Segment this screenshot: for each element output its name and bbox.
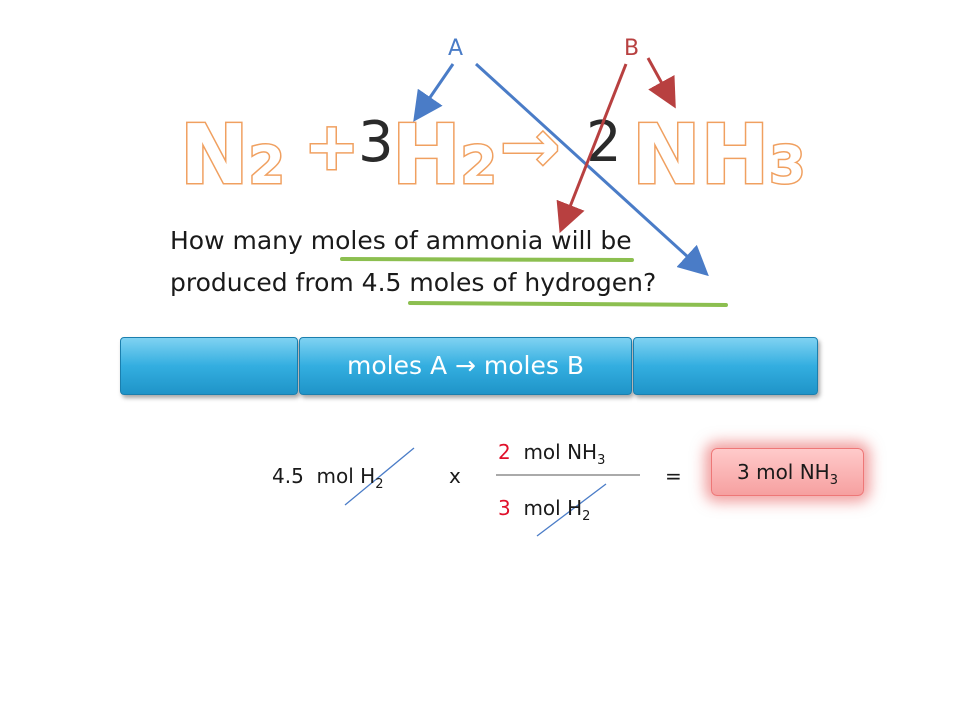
mole-ratio-numerator: 2 mol NH3 — [498, 440, 606, 468]
label-b: B — [624, 36, 640, 61]
step-bar-right — [633, 337, 818, 395]
reactant-n2: N2 — [179, 107, 287, 205]
arrow-b-to-question — [556, 63, 628, 234]
arrow-a-to-question — [474, 62, 709, 277]
coefficient-h2: 3 — [358, 110, 394, 175]
question-line-1: How many moles of ammonia will be — [170, 226, 632, 255]
question-text: How many moles of ammonia will be produc… — [170, 220, 810, 304]
underline-ammonia — [340, 257, 634, 262]
reaction-arrow: → — [498, 103, 561, 190]
cancel-line-denominator — [536, 483, 607, 537]
reactant-h2: H2 — [391, 107, 499, 205]
cancel-line-given — [344, 447, 415, 506]
mole-ratio-denominator: 3 mol H2 — [498, 496, 591, 524]
arrow-a-to-h2 — [413, 63, 455, 122]
underline-hydrogen — [408, 301, 728, 307]
product-nh3: NH3 — [630, 107, 806, 205]
plus-sign: + — [302, 107, 360, 187]
step-bar-left — [120, 337, 298, 395]
step-bar-middle: moles A → moles B — [299, 337, 632, 395]
multiply-sign: x — [449, 464, 461, 488]
result-box: 3 mol NH3 — [711, 448, 864, 496]
question-line-2: produced from 4.5 moles of hydrogen? — [170, 268, 657, 297]
step-bar-middle-label: moles A → moles B — [347, 351, 584, 380]
equals-sign: = — [665, 464, 682, 488]
label-a: A — [448, 36, 464, 61]
arrow-b-to-nh3 — [646, 57, 676, 109]
given-quantity: 4.5 mol H2 — [272, 464, 384, 492]
